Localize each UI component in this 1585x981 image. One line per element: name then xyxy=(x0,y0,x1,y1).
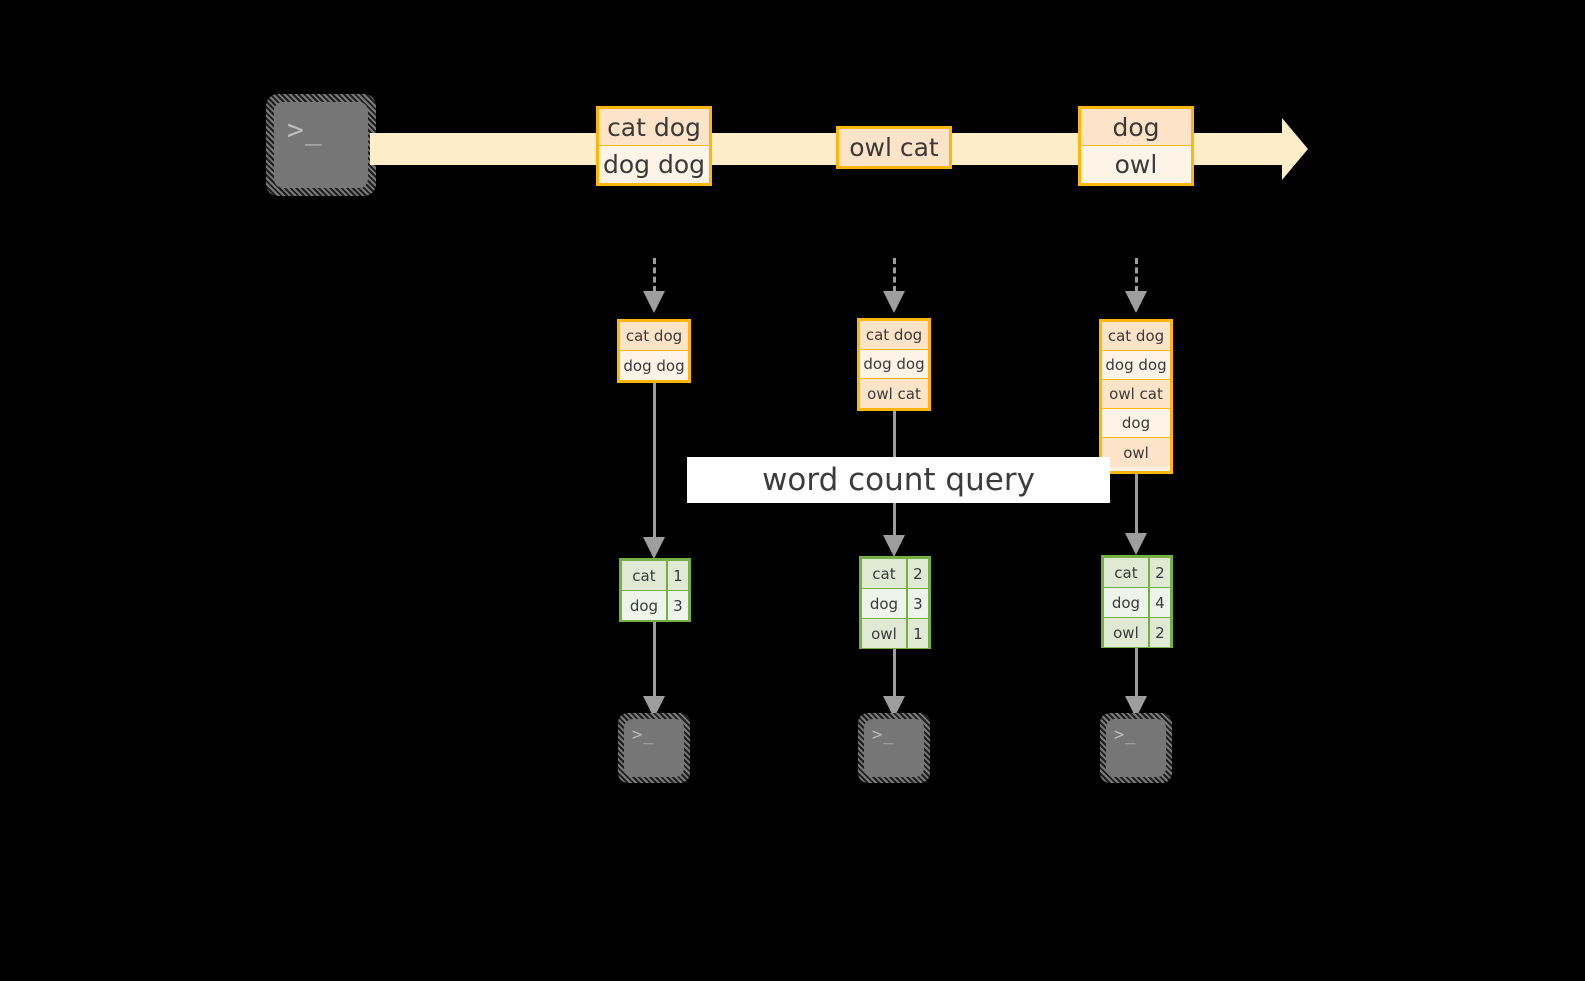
snapshot-2-row-2-count: 3 xyxy=(907,589,928,618)
stream-message-1-line-1: cat dog xyxy=(599,109,709,146)
snapshot-1-query-arrow-head xyxy=(643,537,665,559)
stream-message-3: dog owl xyxy=(1078,106,1194,186)
producer-terminal-icon: >_ xyxy=(266,94,376,196)
stream-message-3-line-2: owl xyxy=(1081,146,1191,183)
stream-message-2: owl cat xyxy=(836,126,952,169)
snapshot-3-output-arrow-line xyxy=(1135,648,1138,697)
snapshot-3-log-line-2: dog dog xyxy=(1102,351,1170,380)
snapshot-2-intake-arrow-line xyxy=(893,258,896,292)
table-row: dog 3 xyxy=(862,589,928,619)
snapshot-1-consumer-prompt-glyph: >_ xyxy=(632,725,655,745)
event-stream-arrow-head xyxy=(1282,118,1308,180)
snapshot-3-output-arrow-head xyxy=(1125,696,1147,718)
snapshot-3-log-line-5: owl xyxy=(1102,438,1170,467)
snapshot-2-output-arrow-line xyxy=(893,649,896,697)
snapshot-2-consumer-terminal-icon: >_ xyxy=(858,713,930,783)
stream-message-3-line-1: dog xyxy=(1081,109,1191,146)
table-row: cat 2 xyxy=(1104,558,1170,588)
snapshot-1-intake-arrow-head xyxy=(643,291,665,313)
snapshot-1-output-arrow-line xyxy=(653,622,656,697)
snapshot-2-result-table: cat 2 dog 3 owl 1 xyxy=(859,556,931,649)
table-row: cat 1 xyxy=(622,561,688,591)
snapshot-3-row-2-count: 4 xyxy=(1149,588,1170,617)
snapshot-2-consumer-prompt-glyph: >_ xyxy=(872,725,895,745)
snapshot-1-accumulated-log: cat dog dog dog xyxy=(617,319,691,383)
snapshot-3-intake-arrow-line xyxy=(1135,258,1138,292)
snapshot-2-row-1-count: 2 xyxy=(907,559,928,588)
snapshot-3-query-arrow-line xyxy=(1135,474,1138,534)
snapshot-2-log-line-3: owl cat xyxy=(860,379,928,408)
table-row: dog 3 xyxy=(622,591,688,620)
table-row: dog 4 xyxy=(1104,588,1170,618)
snapshot-1-consumer-terminal-body: >_ xyxy=(624,719,684,777)
snapshot-2-accumulated-log: cat dog dog dog owl cat xyxy=(857,318,931,411)
snapshot-3-consumer-terminal-icon: >_ xyxy=(1100,713,1172,783)
snapshot-2-row-2-word: dog xyxy=(862,589,908,618)
snapshot-1-row-1-word: cat xyxy=(622,561,668,590)
snapshot-2-query-arrow-head xyxy=(883,535,905,557)
snapshot-2-log-line-2: dog dog xyxy=(860,350,928,379)
producer-terminal-prompt-glyph: >_ xyxy=(287,113,323,146)
snapshot-1-query-arrow-line xyxy=(653,383,656,538)
snapshot-2-log-line-1: cat dog xyxy=(860,321,928,350)
table-row: owl 1 xyxy=(862,619,928,648)
snapshot-3-intake-arrow-head xyxy=(1125,291,1147,313)
snapshot-1-result-table: cat 1 dog 3 xyxy=(619,558,691,622)
snapshot-3-row-3-word: owl xyxy=(1104,618,1150,647)
snapshot-3-result-table: cat 2 dog 4 owl 2 xyxy=(1101,555,1173,648)
snapshot-2-row-1-word: cat xyxy=(862,559,908,588)
snapshot-3-row-1-word: cat xyxy=(1104,558,1150,587)
stream-message-1: cat dog dog dog xyxy=(596,106,712,186)
query-label-banner: word count query xyxy=(687,457,1110,503)
snapshot-3-query-arrow-head xyxy=(1125,533,1147,555)
producer-terminal-body: >_ xyxy=(274,102,368,188)
snapshot-3-log-line-4: dog xyxy=(1102,409,1170,438)
snapshot-1-log-line-2: dog dog xyxy=(620,351,688,380)
table-row: owl 2 xyxy=(1104,618,1170,647)
snapshot-3-log-line-1: cat dog xyxy=(1102,322,1170,351)
snapshot-3-consumer-terminal-body: >_ xyxy=(1106,719,1166,777)
snapshot-1-consumer-terminal-icon: >_ xyxy=(618,713,690,783)
table-row: cat 2 xyxy=(862,559,928,589)
snapshot-1-intake-arrow-line xyxy=(653,258,656,292)
snapshot-1-output-arrow-head xyxy=(643,696,665,718)
snapshot-1-row-1-count: 1 xyxy=(667,561,688,590)
snapshot-2-output-arrow-head xyxy=(883,696,905,718)
snapshot-1-log-line-1: cat dog xyxy=(620,322,688,351)
snapshot-2-row-3-word: owl xyxy=(862,619,908,648)
snapshot-3-accumulated-log: cat dog dog dog owl cat dog owl xyxy=(1099,319,1173,474)
snapshot-3-row-1-count: 2 xyxy=(1149,558,1170,587)
snapshot-3-row-2-word: dog xyxy=(1104,588,1150,617)
snapshot-2-consumer-terminal-body: >_ xyxy=(864,719,924,777)
stream-message-2-line-1: owl cat xyxy=(839,129,949,166)
snapshot-3-log-line-3: owl cat xyxy=(1102,380,1170,409)
snapshot-3-consumer-prompt-glyph: >_ xyxy=(1114,725,1137,745)
snapshot-1-row-2-count: 3 xyxy=(667,591,688,620)
query-label-text: word count query xyxy=(762,462,1035,498)
snapshot-3-row-3-count: 2 xyxy=(1149,618,1170,647)
snapshot-1-row-2-word: dog xyxy=(622,591,668,620)
stream-message-1-line-2: dog dog xyxy=(599,146,709,183)
snapshot-2-row-3-count: 1 xyxy=(907,619,928,648)
snapshot-2-intake-arrow-head xyxy=(883,291,905,313)
